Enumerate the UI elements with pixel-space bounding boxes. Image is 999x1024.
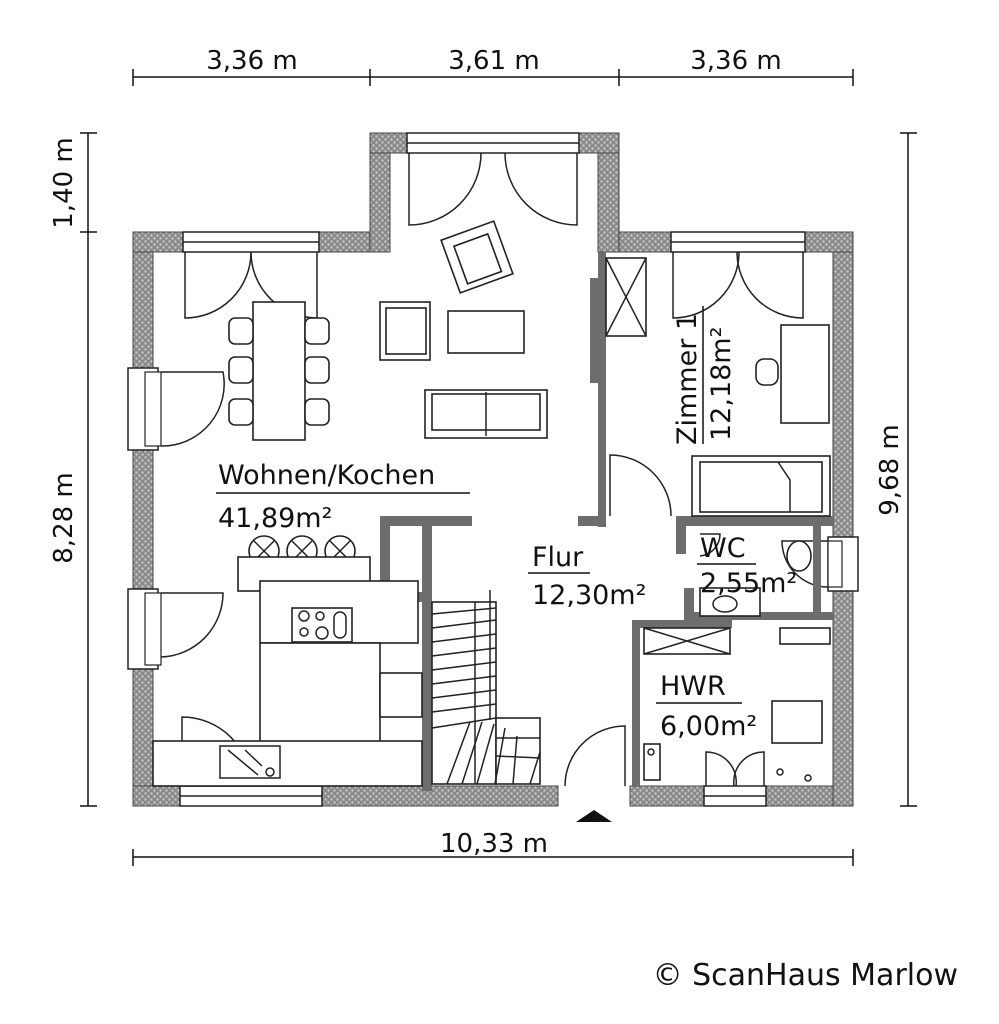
- dimension-top-middle: 3,61 m: [448, 46, 539, 76]
- dimension-left-lower: 8,28 m: [49, 472, 79, 563]
- room-name-hwr: HWR: [660, 671, 726, 702]
- room-name-wc: WC: [700, 533, 746, 564]
- door-zimmer: [609, 454, 672, 517]
- room-name-hall: Flur: [532, 542, 584, 573]
- wc-fixtures: [699, 533, 812, 617]
- room-area-hwr: 6,00m²: [660, 711, 757, 742]
- copyright-text: © ScanHaus Marlow: [653, 958, 958, 993]
- windows: [127, 132, 859, 807]
- staircase: [431, 590, 541, 785]
- room-area-living: 41,89m²: [218, 503, 332, 534]
- room-area-wc: 2,55m²: [700, 568, 797, 599]
- armchair-bay: [440, 220, 514, 294]
- hwr-fixtures: [643, 627, 831, 782]
- dimension-left-upper: 1,40 m: [49, 137, 79, 228]
- room-name-living: Wohnen/Kochen: [218, 460, 435, 491]
- room-area-hall: 12,30m²: [532, 580, 646, 611]
- dimension-top-left: 3,36 m: [206, 46, 297, 76]
- dimension-top-right: 3,36 m: [690, 46, 781, 76]
- room-name-zimmer-1: Zimmer 1: [672, 313, 703, 445]
- dining-table: [228, 301, 330, 441]
- dimension-lines: [80, 69, 917, 866]
- entrance-door: [564, 725, 626, 822]
- room-area-zimmer-1: 12,18m²: [706, 327, 737, 441]
- living-furniture: [379, 301, 548, 439]
- dimension-right: 9,68 m: [875, 424, 905, 515]
- kitchen: [152, 535, 423, 787]
- dimension-bottom: 10,33 m: [440, 829, 548, 859]
- zimmer-furniture: [605, 257, 831, 517]
